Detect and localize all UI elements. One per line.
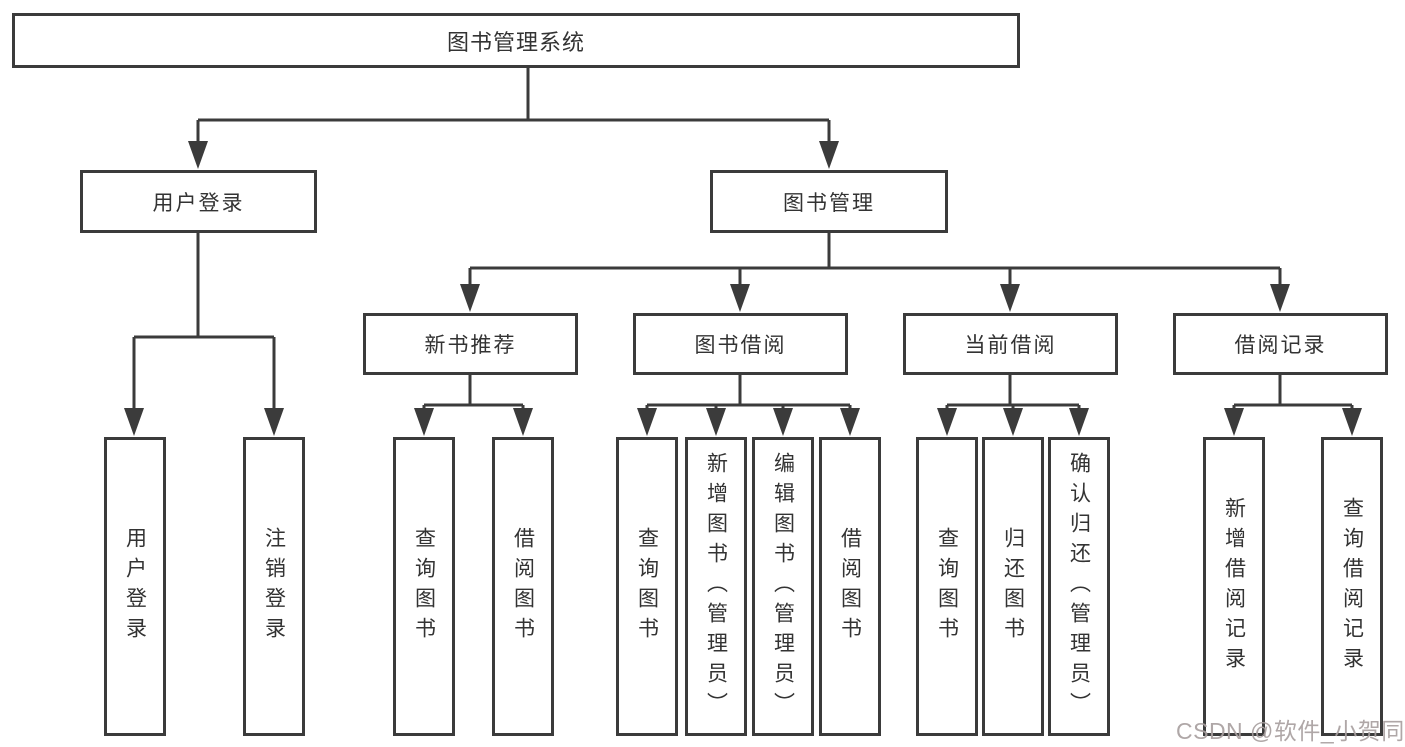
root-title: 图书管理系统 (446, 29, 585, 55)
leaf-borrow-add-box: 新增图书（管理员） (685, 437, 747, 736)
section-current-borrow-label: 当前借阅 (964, 334, 1057, 357)
branch-user-login-label: 用户登录 (152, 191, 245, 215)
branch-book-mgmt-label: 图书管理 (783, 191, 875, 215)
leaf-current-return-label: 归还图书 (1001, 526, 1025, 647)
leaf-borrow-query-box: 查询图书 (616, 437, 678, 736)
leaf-logout-label: 注销登录 (262, 526, 286, 647)
leaf-records-add-label: 新增借阅记录 (1222, 496, 1246, 677)
leaf-newbook-borrow-label: 借阅图书 (511, 526, 535, 647)
leaf-current-query-label: 查询图书 (935, 526, 959, 647)
root-connectors (188, 68, 839, 169)
new-book-connectors (414, 375, 533, 436)
leaf-current-return-box: 归还图书 (982, 437, 1044, 736)
section-borrow-records-box: 借阅记录 (1173, 313, 1388, 375)
current-borrow-connectors (937, 375, 1089, 436)
leaf-current-query-box: 查询图书 (916, 437, 978, 736)
section-new-book-label: 新书推荐 (424, 334, 517, 357)
leaf-current-confirm-box: 确认归还（管理员） (1048, 437, 1110, 736)
leaf-newbook-query-label: 查询图书 (412, 526, 436, 647)
leaf-borrow-borrow-box: 借阅图书 (819, 437, 881, 736)
leaf-logout-box: 注销登录 (243, 437, 305, 736)
borrow-records-connectors (1224, 375, 1362, 436)
branch-book-mgmt-box: 图书管理 (710, 170, 948, 233)
leaf-user-login-box: 用户登录 (104, 437, 166, 736)
section-book-borrow-label: 图书借阅 (694, 334, 787, 357)
leaf-records-query-box: 查询借阅记录 (1321, 437, 1383, 736)
section-borrow-records-label: 借阅记录 (1234, 334, 1327, 357)
branch-user-login-box: 用户登录 (80, 170, 317, 233)
leaf-user-login-label: 用户登录 (123, 526, 147, 647)
leaf-borrow-edit-label: 编辑图书（管理员） (771, 451, 795, 722)
leaf-borrow-edit-box: 编辑图书（管理员） (752, 437, 814, 736)
section-new-book-box: 新书推荐 (363, 313, 578, 375)
section-book-borrow-box: 图书借阅 (633, 313, 848, 375)
section-current-borrow-box: 当前借阅 (903, 313, 1118, 375)
leaf-records-query-label: 查询借阅记录 (1340, 496, 1364, 677)
leaf-borrow-borrow-label: 借阅图书 (838, 526, 862, 647)
leaf-newbook-query-box: 查询图书 (393, 437, 455, 736)
node-root-box: 图书管理系统 (12, 13, 1020, 68)
leaf-records-add-box: 新增借阅记录 (1203, 437, 1265, 736)
leaf-newbook-borrow-box: 借阅图书 (492, 437, 554, 736)
csdn-watermark: CSDN @软件_小贺同学 (1176, 718, 1405, 744)
user-login-connectors (124, 233, 284, 436)
leaf-borrow-query-label: 查询图书 (635, 526, 659, 647)
book-borrow-connectors (637, 375, 860, 436)
book-mgmt-connectors (460, 233, 1290, 312)
leaf-current-confirm-label: 确认归还（管理员） (1067, 451, 1091, 722)
leaf-borrow-add-label: 新增图书（管理员） (704, 451, 728, 722)
